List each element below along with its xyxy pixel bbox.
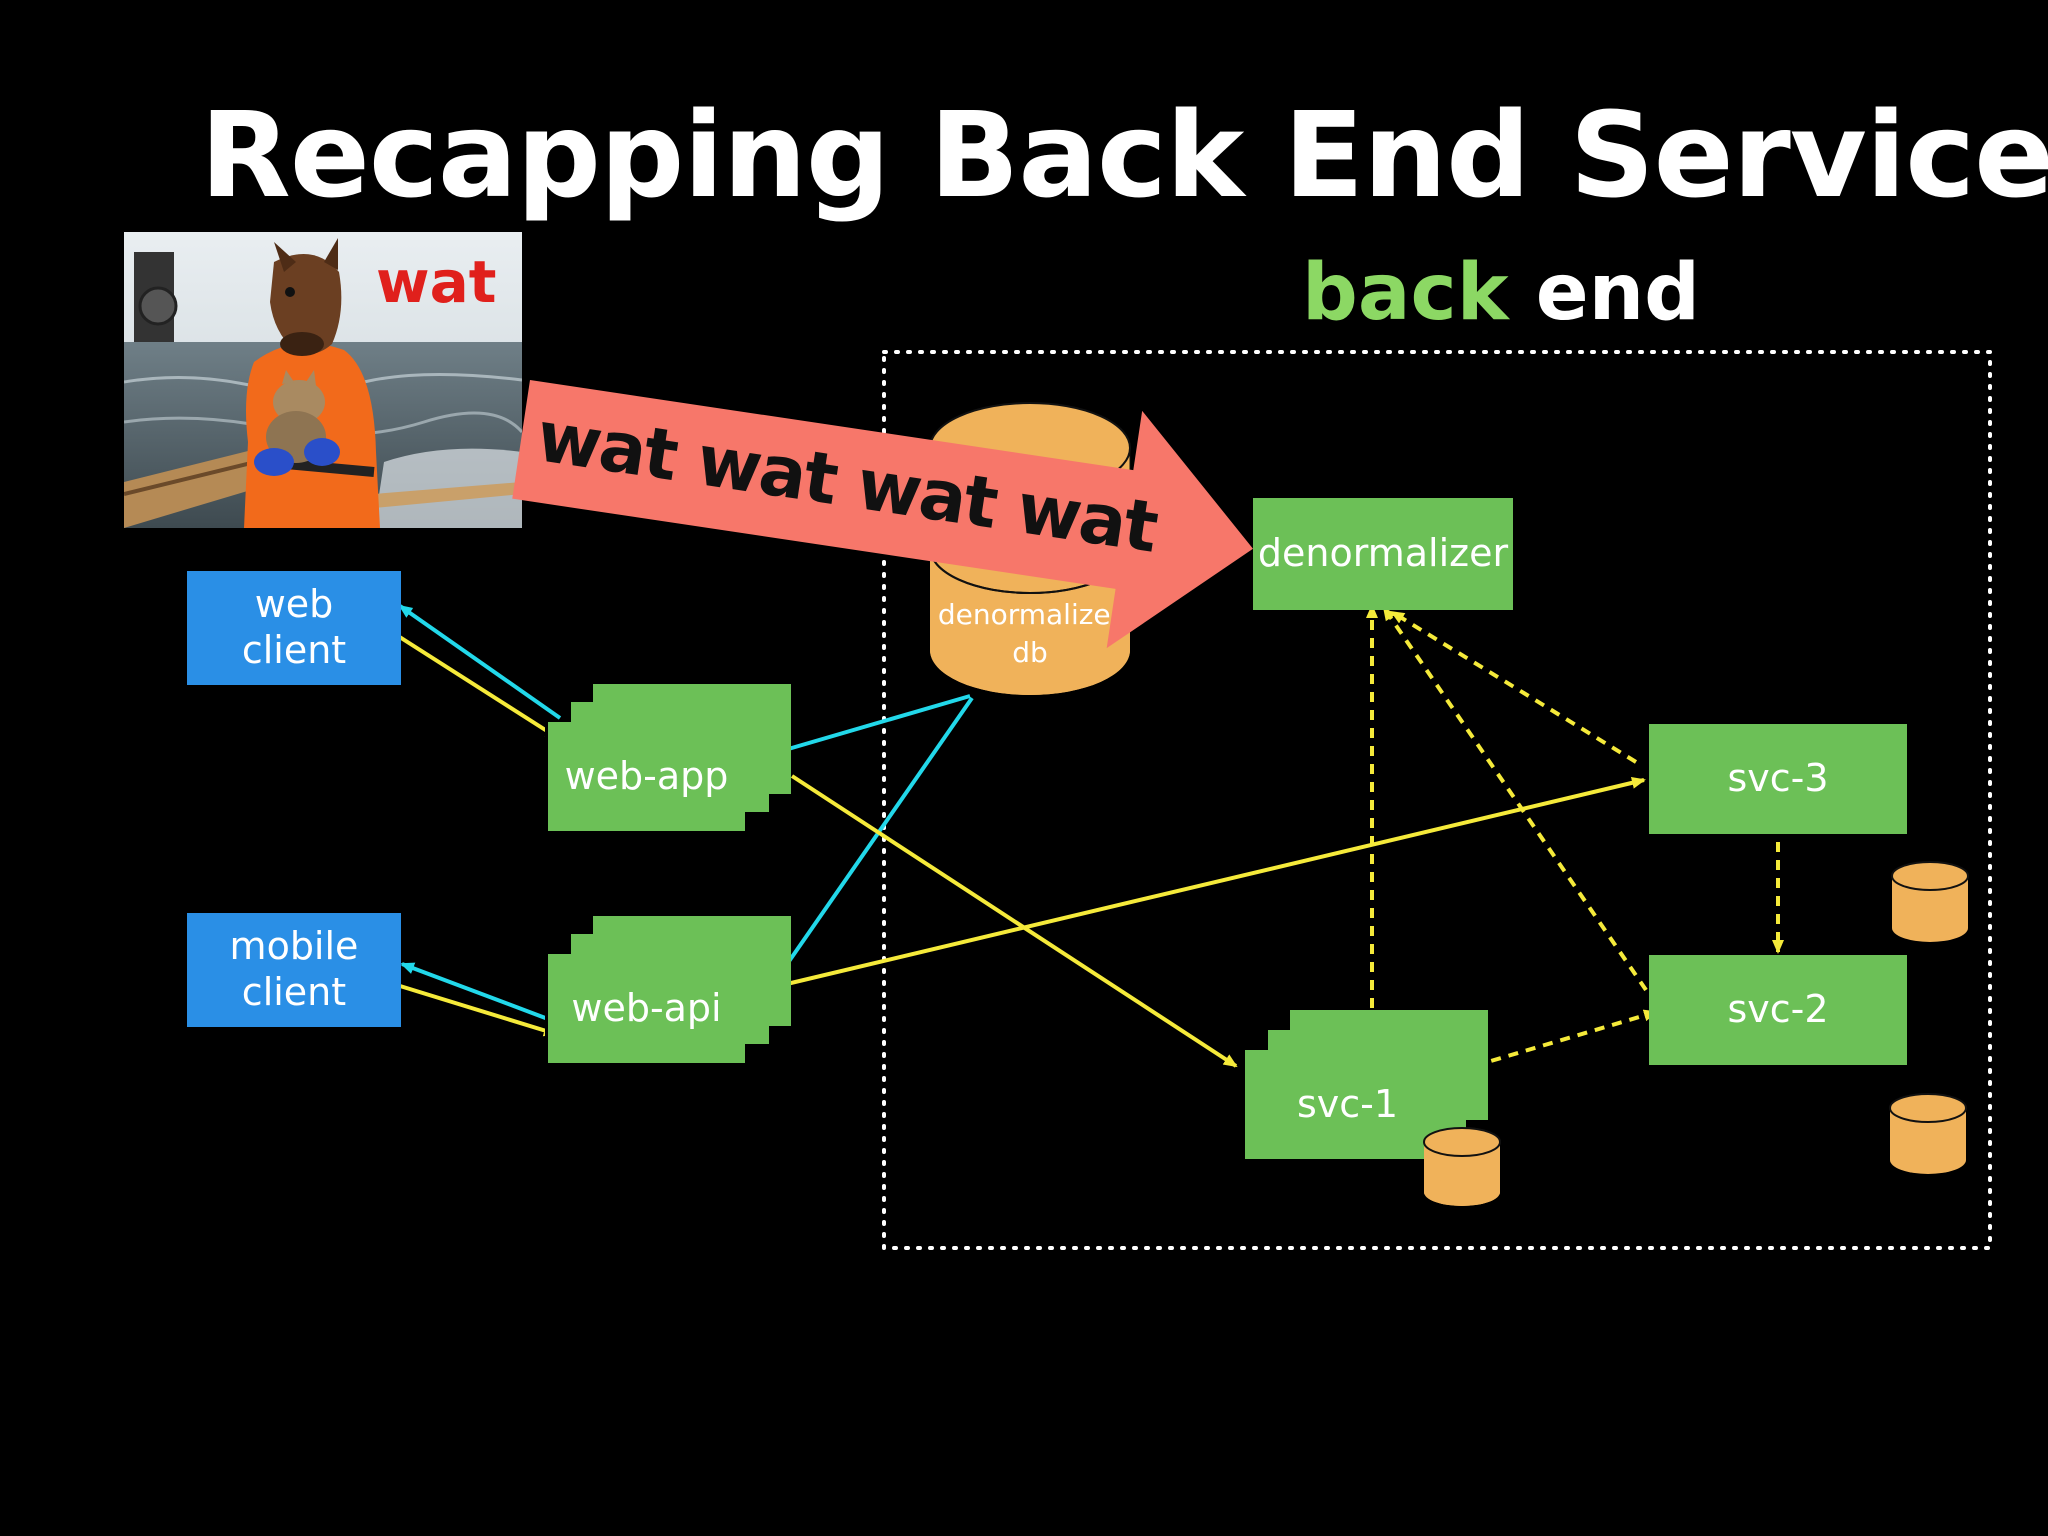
web-api-node: web-api xyxy=(545,954,745,1066)
svc3-db-icon xyxy=(1891,861,1969,942)
arrow-svc3-to-denormalizer xyxy=(1390,610,1638,764)
denormalizer-db-label-line1: denormalizer xyxy=(938,598,1123,631)
mobile-client-node: mobile client xyxy=(187,913,401,1027)
arrow-webclient-to-webapp xyxy=(396,634,560,740)
meme-caption: wat xyxy=(376,248,496,316)
svc2-db-icon xyxy=(1889,1093,1967,1174)
arrow-webapi-to-mobileclient xyxy=(400,962,557,1024)
backend-label-end: end xyxy=(1535,248,1700,338)
arrow-mobileclient-to-webapi xyxy=(399,984,558,1037)
backend-label: back end xyxy=(1302,248,1700,338)
wat-arrow-banner: wat wat wat wat xyxy=(512,380,1254,649)
arrow-webapp-to-webclient xyxy=(398,604,562,720)
svc-3-node: svc-3 xyxy=(1649,724,1907,834)
svc-1-node: svc-1 xyxy=(1242,1050,1442,1162)
backend-label-back: back xyxy=(1302,248,1509,338)
backend-boundary xyxy=(882,350,1992,1250)
arrow-webapp-to-svc1 xyxy=(790,774,1238,1068)
mobile-client-label: mobile client xyxy=(229,924,359,1014)
svc-2-label: svc-2 xyxy=(1727,987,1829,1032)
arrow-webapi-to-svc3 xyxy=(769,776,1646,990)
denormalizer-node: denormalizer xyxy=(1253,498,1513,610)
web-api-label: web-api xyxy=(571,985,722,1030)
svc-3-label: svc-3 xyxy=(1727,756,1829,801)
arrow-db-to-webapp xyxy=(776,694,971,755)
web-client-node: web client xyxy=(187,571,401,685)
arrow-svc1-to-svc2 xyxy=(1473,1009,1658,1068)
svc-2-node: svc-2 xyxy=(1649,955,1907,1065)
denormalizer-db-label-line2: db xyxy=(1012,636,1048,669)
denormalizer-label: denormalizer xyxy=(1257,531,1509,576)
svc-1-label: svc-1 xyxy=(1297,1081,1399,1126)
web-client-label: web client xyxy=(241,582,347,672)
web-app-label: web-app xyxy=(564,753,729,798)
slide-title: Recapping Back End Services xyxy=(200,86,2048,224)
arrow-svc2-to-denormalizer xyxy=(1382,606,1648,992)
web-app-node: web-app xyxy=(545,722,745,834)
wat-meme-image: wat xyxy=(124,232,522,528)
arrow-db-to-webapi xyxy=(774,696,974,982)
svc1-db-overlay-icon xyxy=(1423,1127,1501,1206)
